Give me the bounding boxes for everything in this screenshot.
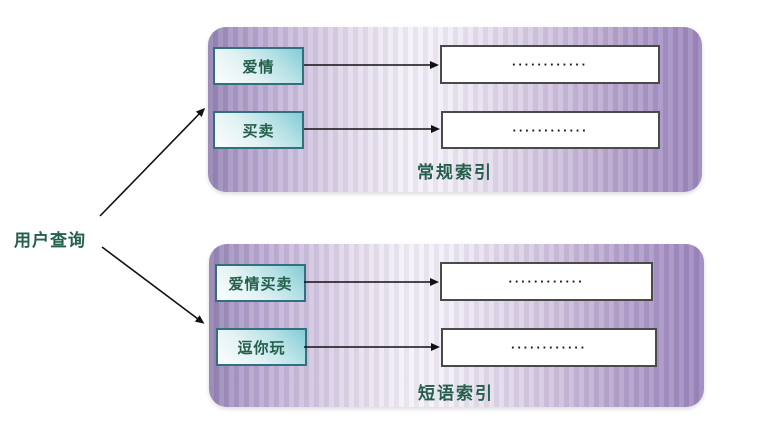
posting-box-phrase-2: ············ [441,328,657,367]
posting-box-regular-2: ············ [441,111,660,149]
phrase-index-title: 短语索引 [418,384,494,403]
term-box-phrase-2: 逗你玩 [216,328,307,366]
arrow-query-to-phrase [101,246,205,324]
term-box-regular-1: 爱情 [213,47,304,85]
posting-box-phrase-1: ············ [440,262,653,301]
regular-index-title: 常规索引 [417,163,493,182]
phrase-index-panel: 爱情买卖 逗你玩 ············ ············ 短语索引 [209,244,704,407]
posting-box-regular-1: ············ [440,45,660,84]
term-box-regular-2: 买卖 [213,111,304,149]
term-box-phrase-1: 爱情买卖 [215,264,306,302]
arrow-query-to-regular [99,107,206,217]
user-query-label: 用户查询 [14,231,86,250]
regular-index-panel: 爱情 买卖 ············ ············ 常规索引 [208,27,702,192]
